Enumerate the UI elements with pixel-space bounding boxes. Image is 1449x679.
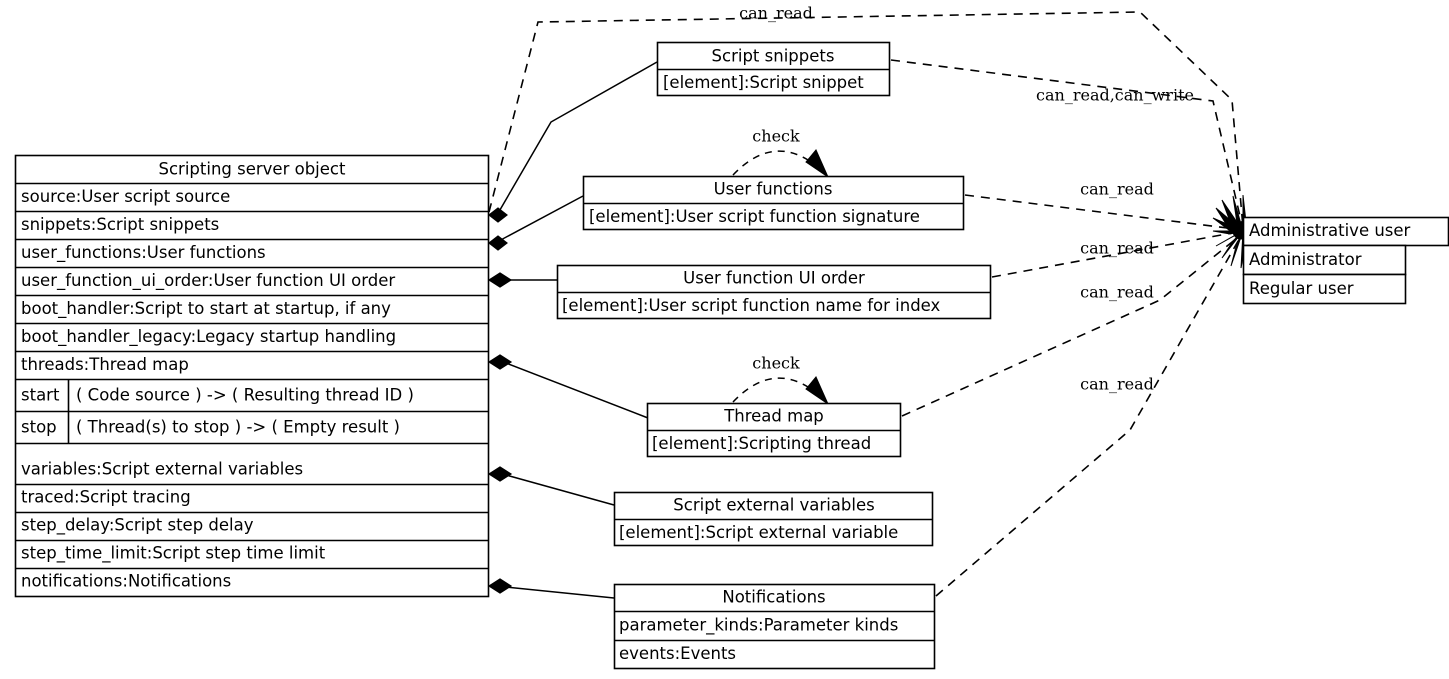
attribute-regular-user: Regular user [1249, 279, 1354, 298]
class-title-thread-map: Thread map [723, 407, 824, 426]
attribute-variables: variables:Script external variables [21, 460, 303, 479]
attribute-user-function-name-for-index-element: [element]:User script function name for … [562, 296, 941, 315]
edge-snippets-can-read-can-write [890, 59, 1244, 230]
edge-label-user-functions-can-read: can_read [1080, 180, 1154, 199]
attribute-events: events:Events [619, 644, 736, 663]
attribute-threads: threads:Thread map [21, 355, 189, 374]
edge-label-thread-map-can-read: can_read [1080, 283, 1154, 302]
attribute-user-function-signature-element: [element]:User script function signature [589, 207, 920, 226]
attribute-step-time-limit: step_time_limit:Script step time limit [21, 544, 326, 564]
attribute-user-function-ui-order: user_function_ui_order:User function UI … [21, 271, 395, 291]
class-notifications[interactable]: Notifications parameter_kinds:Parameter … [613, 583, 936, 670]
attribute-script-external-variable-element: [element]:Script external variable [619, 523, 898, 542]
attribute-boot-handler-legacy: boot_handler_legacy:Legacy startup handl… [21, 327, 396, 347]
class-user-function-ui-order[interactable]: User function UI order [element]:User sc… [556, 264, 992, 320]
class-title-script-external-variables: Script external variables [673, 496, 874, 515]
class-script-external-variables[interactable]: Script external variables [element]:Scri… [613, 491, 934, 547]
attribute-notifications: notifications:Notifications [21, 572, 231, 591]
edge-composition-snippets [488, 61, 658, 223]
class-title-notifications: Notifications [722, 588, 825, 607]
edge-check-thread-map: check [732, 354, 830, 406]
method-name-start: start [21, 386, 60, 405]
edge-composition-variables [487, 466, 615, 506]
method-signature-start: ( Code source ) -> ( Resulting thread ID… [76, 386, 414, 405]
class-user-functions[interactable]: User functions [element]:User script fun… [582, 175, 965, 231]
class-scripting-server-object[interactable]: Scripting server object source:User scri… [14, 154, 490, 598]
edge-label-snippets-top-can-read: can_read [739, 4, 813, 23]
attribute-script-snippet-element: [element]:Script snippet [663, 73, 864, 92]
edge-composition-thread-map [487, 354, 649, 419]
attribute-source: source:User script source [21, 187, 230, 206]
class-administrative-user[interactable]: Administrative user Administrator Regula… [1242, 216, 1449, 305]
edge-user-functions-can-read [964, 194, 1244, 231]
attribute-snippets: snippets:Script snippets [21, 215, 219, 234]
edge-thread-map-can-read [901, 233, 1243, 417]
class-title-script-snippets: Script snippets [712, 47, 835, 66]
class-title-scripting-server-object: Scripting server object [159, 160, 346, 179]
attribute-scripting-thread-element: [element]:Scripting thread [652, 434, 871, 453]
edge-label-notifications-can-read: can_read [1080, 375, 1154, 394]
attribute-boot-handler: boot_handler:Script to start at startup,… [21, 299, 391, 319]
edge-composition-ui-order [487, 272, 557, 288]
class-title-administrative-user: Administrative user [1249, 221, 1411, 240]
edge-label-snippets-can-read-can-write: can_read,can_write [1036, 86, 1194, 105]
method-name-stop: stop [21, 418, 57, 437]
edge-check-user-functions: check [732, 127, 830, 179]
edge-label-check-thread-map: check [752, 354, 800, 373]
method-signature-stop: ( Thread(s) to stop ) -> ( Empty result … [76, 418, 400, 437]
class-script-snippets[interactable]: Script snippets [element]:Script snippet [656, 41, 891, 97]
edge-notifications-can-read [935, 235, 1242, 597]
attribute-step-delay: step_delay:Script step delay [21, 516, 254, 536]
class-thread-map[interactable]: Thread map [element]:Scripting thread [646, 402, 902, 458]
attribute-administrator: Administrator [1249, 250, 1362, 269]
attribute-parameter-kinds: parameter_kinds:Parameter kinds [619, 616, 898, 636]
edge-label-ui-order-can-read: can_read [1080, 239, 1154, 258]
edge-snippets-top-can-read [488, 11, 1244, 229]
attribute-user-functions: user_functions:User functions [21, 243, 266, 263]
edge-ui-order-can-read [991, 230, 1244, 278]
edge-label-check-user-functions: check [752, 127, 800, 146]
class-title-user-functions: User functions [714, 180, 833, 199]
edge-composition-notifications [487, 578, 615, 599]
class-title-user-function-ui-order: User function UI order [683, 269, 865, 288]
edge-composition-user-functions [488, 195, 584, 251]
attribute-traced: traced:Script tracing [21, 488, 191, 507]
